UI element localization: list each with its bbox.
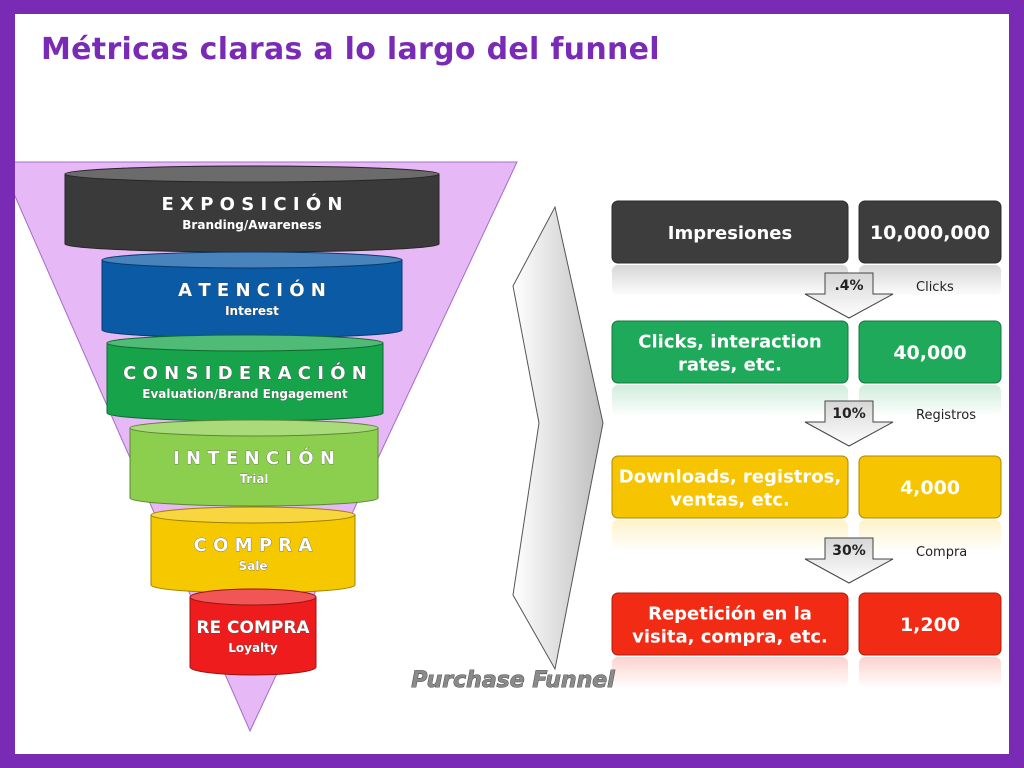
stage-body: [189, 596, 317, 676]
down-arrow-icon: [804, 400, 894, 447]
metric-value: 1,200: [900, 614, 960, 636]
metric-row: Impresiones 10,000,000: [605, 200, 1007, 297]
chevron-arrow: [512, 205, 604, 671]
funnel-stage: C O M P R A Sale: [150, 506, 356, 594]
metric-label: Downloads, registros,: [619, 467, 841, 488]
reflection-fade: [605, 263, 1007, 297]
stage-top: [106, 334, 384, 352]
metric-label: Impresiones: [668, 223, 792, 244]
metric-value-box: [858, 455, 1002, 519]
funnel-stage: C O N S I D E R A C I Ó N Evaluation/Bran…: [106, 334, 384, 422]
funnel-stage: E X P O S I C I Ó N Branding/Awareness: [64, 165, 440, 253]
purchase-funnel-caption: Purchase Funnel: [411, 668, 615, 693]
stage-top: [64, 165, 440, 183]
stage-top: [129, 419, 379, 437]
stage-body: [129, 427, 379, 507]
conversion-rate: .4%: [834, 278, 863, 294]
metric-label-box: [611, 455, 849, 519]
metric-value-box: [858, 320, 1002, 384]
metric-label: visita, compra, etc.: [632, 627, 828, 648]
stage-subtitle: Sale: [239, 559, 268, 573]
metric-value: 10,000,000: [870, 222, 990, 244]
conversion-step: 30% Compra: [804, 537, 967, 584]
funnel-stage: A T E N C I Ó N Interest: [101, 251, 403, 339]
reflection-fade: [605, 655, 1007, 689]
conversion-step: .4% Clicks: [804, 272, 954, 319]
metric-label-box: [611, 592, 849, 656]
funnel-stage: I N T E N C I Ó N Trial: [129, 419, 379, 507]
metric-value: 40,000: [893, 342, 966, 364]
conversion-label: Registros: [916, 408, 976, 423]
conversion-rate: 30%: [832, 543, 866, 559]
stage-subtitle: Trial: [239, 472, 268, 486]
slide-title: Métricas claras a lo largo del funnel: [41, 32, 660, 67]
stage-subtitle: Loyalty: [228, 641, 278, 655]
stage-name: A T E N C I Ó N: [178, 279, 326, 301]
metric-label: rates, etc.: [678, 355, 782, 376]
stage-subtitle: Evaluation/Brand Engagement: [142, 387, 348, 401]
metric-label-box: [611, 320, 849, 384]
metric-label: ventas, etc.: [670, 490, 790, 511]
conversion-step: 10% Registros: [804, 400, 976, 447]
stage-top: [150, 506, 356, 524]
down-arrow-icon: [804, 272, 894, 319]
metric-value: 4,000: [900, 477, 960, 499]
reflection-fade: [605, 383, 1007, 417]
slide: Métricas claras a lo largo del funnel E …: [15, 14, 1009, 754]
metric-value-box: [858, 592, 1002, 656]
stage-name: C O N S I D E R A C I Ó N: [123, 362, 367, 384]
stage-name: I N T E N C I Ó N: [173, 447, 335, 469]
conversion-rate: 10%: [832, 406, 866, 422]
metric-label: Clicks, interaction: [638, 332, 821, 353]
metric-value-box: [858, 200, 1002, 264]
metric-label-box: [611, 200, 849, 264]
stage-name: C O M P R A: [194, 535, 313, 556]
stage-name: E X P O S I C I Ó N: [161, 193, 342, 215]
metric-label: Repetición en la: [648, 604, 812, 625]
stage-top: [189, 588, 317, 606]
metric-row: Downloads, registros,ventas, etc. 4,000: [605, 455, 1007, 552]
stage-subtitle: Interest: [225, 304, 279, 318]
stage-subtitle: Branding/Awareness: [182, 218, 321, 232]
funnel-stage: RE COMPRA Loyalty: [189, 588, 317, 676]
funnel-diagram: E X P O S I C I Ó N Branding/Awareness A T…: [15, 161, 1007, 733]
stage-name: RE COMPRA: [196, 618, 310, 638]
conversion-label: Clicks: [916, 280, 954, 295]
stage-top: [101, 251, 403, 269]
reflection-fade: [605, 518, 1007, 552]
conversion-label: Compra: [916, 545, 967, 560]
down-arrow-icon: [804, 537, 894, 584]
